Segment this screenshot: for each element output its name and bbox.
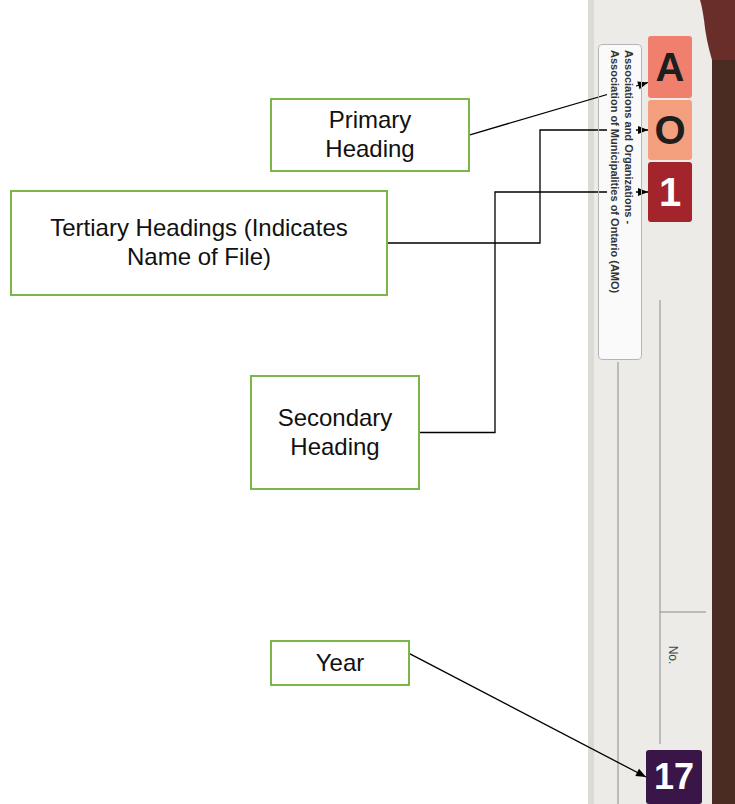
callout-text: Tertiary Headings (Indicates Name of Fil…	[22, 214, 376, 272]
folder-number-label: No.	[666, 646, 680, 665]
arrow-head	[638, 126, 648, 134]
leader-arrow	[410, 654, 646, 777]
callout-box: Year	[270, 640, 410, 686]
sticker-text: Association of Municipalities of Ontario…	[607, 50, 621, 293]
arrow-head	[635, 769, 646, 777]
folder-back	[712, 0, 735, 804]
folder-rule	[618, 362, 619, 804]
tab-letter: 1	[659, 172, 681, 212]
folder-rule	[660, 300, 661, 744]
folder-rule	[660, 612, 706, 613]
arrow-head	[637, 81, 648, 89]
callout-text: Secondary Heading	[262, 404, 408, 462]
folder-edge	[588, 0, 594, 804]
callout-box: Secondary Heading	[250, 375, 420, 490]
callout-text: Primary Heading	[282, 106, 458, 164]
file-label-sticker: Associations and Organizations -Associat…	[598, 44, 642, 360]
callout-text: Year	[316, 649, 365, 678]
color-tab: O	[648, 100, 692, 160]
callout-box: Primary Heading	[270, 98, 470, 172]
sticker-ground	[598, 44, 642, 360]
sticker-text: Associations and Organizations -	[622, 50, 636, 224]
color-tab: 1	[648, 162, 692, 222]
tab-letter: O	[654, 110, 685, 150]
arrow-head	[638, 188, 648, 196]
folder-body	[588, 0, 714, 804]
leader-line	[410, 654, 646, 777]
tab-letter: A	[656, 47, 685, 87]
sticker-text-column: Associations and Organizations -Associat…	[598, 44, 642, 360]
folder-top-tab	[700, 0, 735, 60]
callout-box: Tertiary Headings (Indicates Name of Fil…	[10, 190, 388, 296]
color-tab: A	[648, 36, 692, 98]
tab-letter: 17	[654, 759, 694, 795]
color-tab: 17	[646, 750, 702, 804]
